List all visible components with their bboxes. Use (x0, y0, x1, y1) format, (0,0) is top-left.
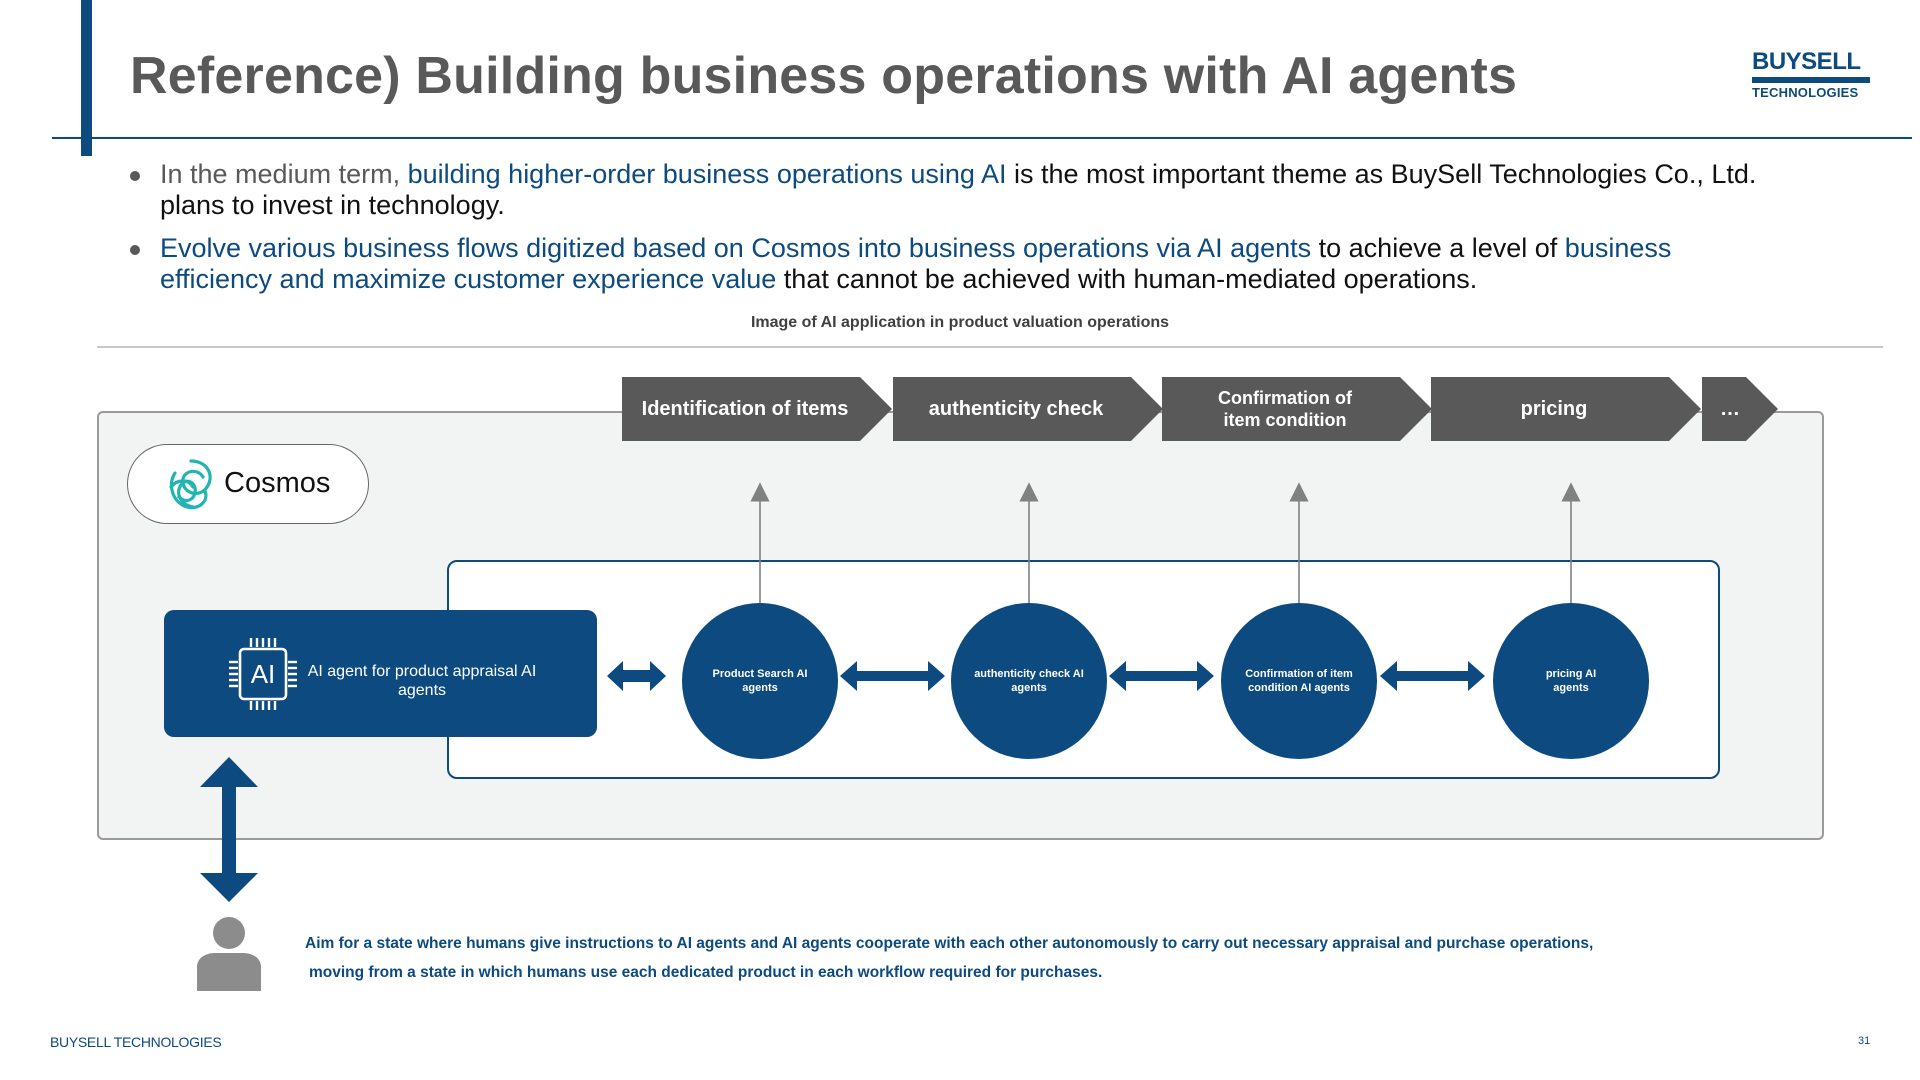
bullet-2-mid: to achieve a level of (1311, 233, 1565, 263)
process-step-label: Identification of items (641, 397, 849, 420)
logo-bar (1752, 77, 1870, 83)
buysell-logo: BUYSELL TECHNOLOGIES (1752, 50, 1870, 100)
bullet-2-rest: that cannot be achieved with human-media… (776, 264, 1478, 294)
title-accent-bar (81, 0, 92, 156)
process-step-authenticity: authenticity check (893, 377, 1163, 441)
agent-label: Product Search AI agents (712, 668, 808, 694)
cosmos-logo-icon (169, 459, 212, 510)
caption-divider (97, 346, 1883, 348)
diagram-caption: Image of AI application in product valua… (750, 314, 1170, 331)
process-step-condition: Confirmation of item condition (1162, 377, 1432, 441)
footer-brand: BUYSELL TECHNOLOGIES (50, 1034, 222, 1050)
agent-label: authenticity check AI agents (974, 668, 1084, 694)
double-arrow-icon (1380, 661, 1485, 691)
bottom-note: Aim for a state where humans give instru… (305, 929, 1805, 987)
ai-chip-label: AI (251, 659, 276, 689)
double-arrow-icon (840, 661, 945, 691)
cosmos-badge (127, 444, 369, 524)
process-step-identification: Identification of items (622, 377, 892, 441)
bullet-1-intro: In the medium term, (160, 159, 408, 189)
agent-pricing: pricing AI agents (1493, 603, 1649, 759)
cosmos-label: Cosmos (224, 467, 331, 499)
ai-chip-icon: AI (229, 638, 297, 710)
double-arrow-icon (607, 661, 666, 691)
double-arrow-icon (200, 757, 258, 902)
double-arrow-icon (1109, 661, 1214, 691)
process-step-label: Confirmation of item condition (1218, 388, 1352, 430)
process-step-label: authenticity check (928, 397, 1104, 420)
logo-line-1: BUYSELL (1752, 48, 1861, 75)
process-step-pricing: pricing (1431, 377, 1701, 441)
process-step-label: pricing (1520, 397, 1588, 420)
agent-product-search: Product Search AI agents (682, 603, 838, 759)
bullet-1-highlight: building higher-order business operation… (407, 159, 1007, 189)
process-step-label: … (1720, 397, 1740, 420)
agent-authenticity-check: authenticity check AI agents (951, 603, 1107, 759)
bullet-1: In the medium term, building higher-orde… (130, 159, 1770, 221)
bottom-note-line-2: moving from a state in which humans use … (309, 964, 1103, 981)
bullet-dot (130, 171, 140, 181)
title-divider (52, 137, 1912, 139)
bullet-dot (130, 245, 140, 255)
bullet-2-highlight-2: business efficiency and maximize custome… (160, 233, 1672, 294)
agent-item-condition: Confirmation of item condition AI agents (1221, 603, 1377, 759)
agent-label: pricing AI agents (1545, 668, 1597, 694)
page-number: 31 (1858, 1035, 1871, 1047)
bullet-2-text: Evolve various business flows digitized … (160, 233, 1770, 295)
person-icon (197, 917, 261, 991)
agent-label: Confirmation of item condition AI agents (1245, 668, 1353, 694)
bullet-1-rest: is the most important theme as BuySell T… (160, 159, 1757, 220)
logo-line-2: TECHNOLOGIES (1752, 85, 1859, 100)
bullet-1-text: In the medium term, building higher-orde… (160, 159, 1770, 221)
ai-appraisal-agent-label: AI agent for product appraisal AI agents (307, 663, 537, 699)
page-title: Reference) Building business operations … (130, 47, 1518, 105)
bullet-2-highlight-1: Evolve various business flows digitized … (160, 233, 1312, 263)
bullet-2: Evolve various business flows digitized … (130, 233, 1770, 295)
bottom-note-line-1: Aim for a state where humans give instru… (305, 935, 1594, 952)
